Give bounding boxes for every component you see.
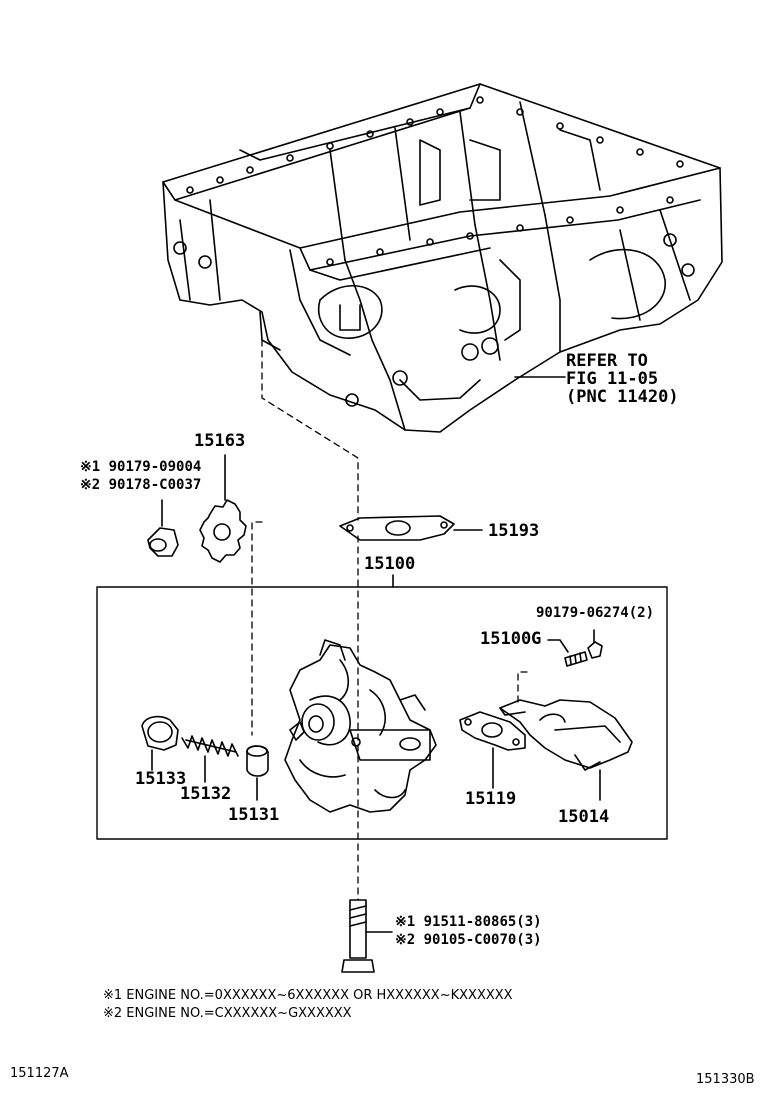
refer-line-1: REFER TO bbox=[566, 351, 648, 371]
bolt-drawing bbox=[341, 899, 393, 973]
oil-pump-body-drawing bbox=[284, 639, 437, 813]
part-15193-label: 15193 bbox=[488, 521, 540, 541]
part-15100-label: 15100 bbox=[364, 554, 416, 574]
refer-line-2: FIG 11-05 bbox=[566, 369, 659, 389]
plug-15133-drawing bbox=[141, 715, 179, 771]
part-15163-label: 15163 bbox=[194, 431, 246, 451]
oil-pan-drawing bbox=[162, 83, 723, 433]
refer-line-3: (PNC 11420) bbox=[566, 387, 679, 407]
sprocket-15163-drawing bbox=[199, 454, 247, 563]
nut-drawing bbox=[147, 499, 179, 557]
figure-code-left: 151127A bbox=[10, 1066, 69, 1081]
spring-15132-drawing bbox=[181, 735, 239, 783]
part-15131-label: 15131 bbox=[228, 805, 280, 825]
bolt-label-1: ※1 91511-80865(3) bbox=[395, 914, 542, 930]
part-15132-label: 15132 bbox=[180, 784, 232, 804]
dashed-guide-lines bbox=[251, 339, 528, 901]
stud-15100g-drawing bbox=[547, 629, 603, 667]
engine-note-1: ※1 ENGINE NO.=0XXXXXX~6XXXXXX OR HXXXXXX… bbox=[103, 988, 513, 1003]
bolt-label-2: ※2 90105-C0070(3) bbox=[395, 932, 542, 948]
gasket-15119-drawing bbox=[459, 711, 526, 789]
nut-label-2: ※2 90178-C0037 bbox=[80, 477, 202, 493]
part-15133-label: 15133 bbox=[135, 769, 187, 789]
part-15100g-label: 15100G bbox=[480, 629, 542, 649]
oil-pump-assembly-box bbox=[96, 586, 668, 840]
nut-label-1: ※1 90179-09004 bbox=[80, 459, 202, 475]
figure-code-right: 151330B bbox=[696, 1072, 755, 1087]
part-15119-label: 15119 bbox=[465, 789, 517, 809]
gasket-15193-drawing bbox=[339, 515, 483, 541]
stud-nut-label: 90179-06274(2) bbox=[536, 605, 655, 621]
engine-note-2: ※2 ENGINE NO.=CXXXXXX~GXXXXXX bbox=[103, 1006, 352, 1021]
strainer-15014-drawing bbox=[499, 699, 633, 801]
part-15014-label: 15014 bbox=[558, 807, 610, 827]
relief-valve-15131-drawing bbox=[246, 745, 269, 801]
